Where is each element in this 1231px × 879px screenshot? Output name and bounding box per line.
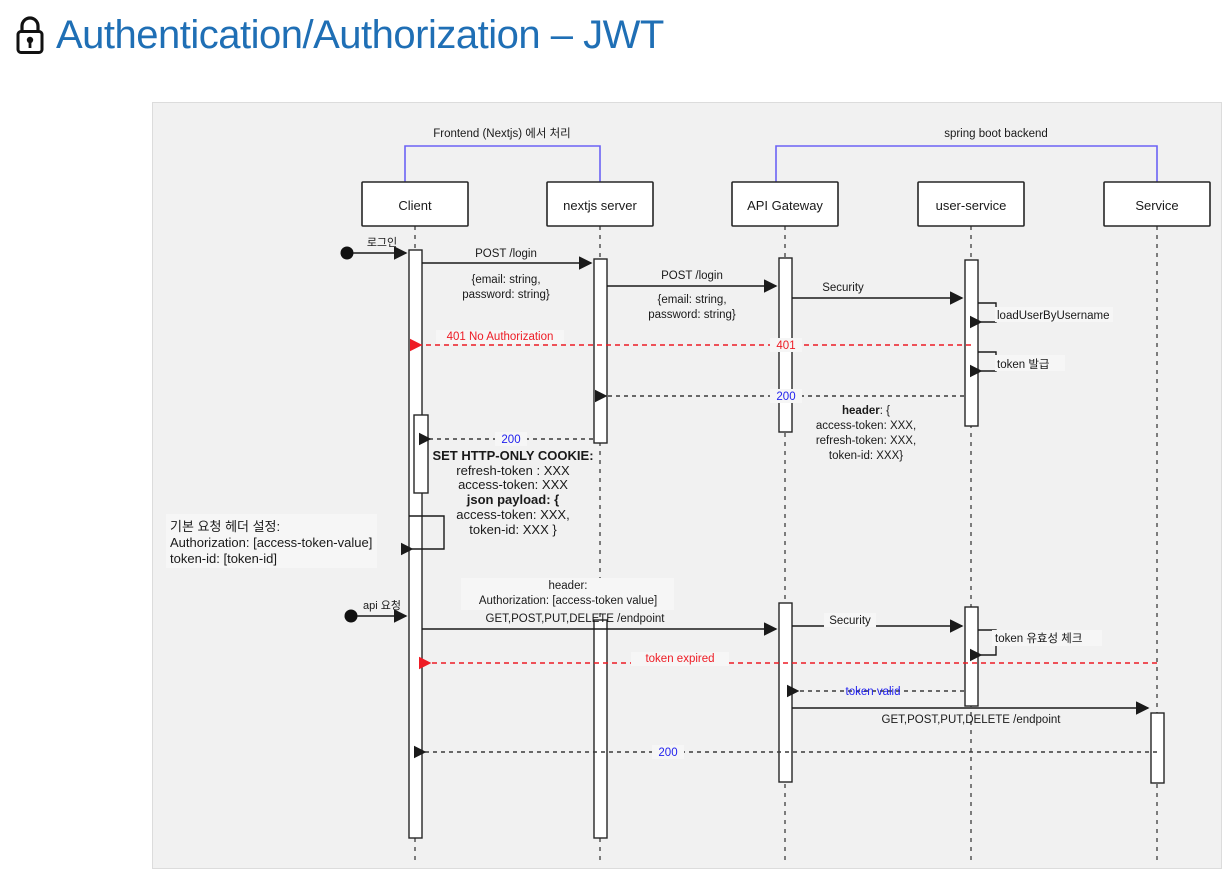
selfmessage-token-check-label: token 유효성 체크 — [995, 632, 1082, 645]
selfmessage-load-user: loadUserByUsername — [969, 302, 1113, 329]
selfmessage-token-check: token 유효성 체크 — [969, 629, 1102, 662]
selfmessage-default-header: 기본 요청 헤더 설정: Authorization: [access-toke… — [166, 514, 445, 568]
actor-gateway-label: API Gateway — [747, 198, 823, 213]
start-dot-api — [344, 609, 358, 623]
activation-userservice-1 — [964, 259, 979, 427]
message-endpoint-service: GET,POST,PUT,DELETE /endpoint — [792, 701, 1150, 726]
entry-login-label: 로그인 — [367, 236, 397, 249]
actor-service[interactable]: Service — [1103, 181, 1211, 227]
message-200-nextjs-code: 200 — [501, 434, 520, 446]
message-security-1-label: Security — [822, 282, 864, 294]
activation-client-nested — [413, 414, 429, 494]
activation-nextjs-1 — [593, 258, 608, 444]
note-header-line-4: token-id: XXX} — [829, 450, 903, 462]
message-post-login-body-1: {email: string, — [471, 274, 540, 286]
page-title-text: Authentication/Authorization – JWT — [56, 13, 664, 57]
message-security-1: Security — [792, 282, 964, 305]
message-post-login-body-2: password: string} — [462, 289, 550, 301]
message-token-expired: token expired — [418, 652, 1157, 670]
message-endpoint-gateway: header: Authorization: [access-token val… — [422, 578, 778, 636]
activation-nextjs-2 — [593, 619, 608, 839]
actor-userservice-label: user-service — [936, 198, 1007, 213]
actor-nextjs-label: nextjs server — [563, 198, 637, 213]
message-401-error: 401 401 No Authorization — [409, 330, 971, 352]
note-default-header-title: 기본 요청 헤더 설정: — [170, 519, 280, 534]
selfmessage-token-issue: token 발급 — [969, 351, 1065, 378]
message-401-label: 401 No Authorization — [447, 331, 554, 343]
actor-service-label: Service — [1135, 198, 1178, 213]
message-200-userservice: 200 header: { access-token: XXX, refresh… — [594, 389, 964, 462]
actor-nextjs-server[interactable]: nextjs server — [546, 181, 654, 227]
group-backend: spring boot backend — [775, 128, 1158, 182]
message-post-login-gw-body-2: password: string} — [648, 309, 736, 321]
message-post-login-gw-label: POST /login — [661, 270, 723, 282]
message-endpoint-service-label: GET,POST,PUT,DELETE /endpoint — [882, 714, 1062, 726]
group-frontend-label: Frontend (Nextjs) 에서 처리 — [433, 127, 571, 140]
note-header-line-3: refresh-token: XXX, — [816, 435, 916, 447]
actor-client[interactable]: Client — [361, 181, 469, 227]
message-post-login-client: POST /login {email: string, password: st… — [422, 248, 593, 301]
note-header-line-1: header: { — [842, 405, 890, 417]
note-default-header-tokenid: token-id: [token-id] — [170, 551, 277, 566]
message-200-final-code: 200 — [658, 747, 677, 759]
actor-user-service[interactable]: user-service — [917, 181, 1025, 227]
message-token-expired-label: token expired — [645, 653, 714, 665]
message-endpoint-gateway-label: GET,POST,PUT,DELETE /endpoint — [486, 613, 666, 625]
message-200-userservice-code: 200 — [776, 391, 795, 403]
note-api-header-title: header: — [548, 580, 587, 592]
message-401-code: 401 — [776, 340, 795, 352]
note-cookie-access: access-token: XXX — [458, 477, 568, 492]
note-payload-title: json payload: { — [466, 492, 559, 507]
message-security-2-label: Security — [829, 615, 871, 627]
activation-gateway-2 — [778, 602, 793, 783]
message-token-valid: token valid — [786, 684, 964, 698]
note-payload-access: access-token: XXX, — [456, 507, 569, 522]
message-post-login-gateway: POST /login {email: string, password: st… — [607, 270, 778, 321]
message-200-final: 200 — [413, 745, 1157, 759]
message-security-2: Security — [792, 613, 964, 633]
note-payload-tokenid: token-id: XXX } — [469, 522, 557, 537]
entry-api-request: api 요청 — [344, 599, 408, 623]
page-title: Authentication/Authorization – JWT — [10, 12, 664, 58]
lock-icon — [10, 12, 50, 58]
activation-service-1 — [1150, 712, 1165, 784]
activation-userservice-2 — [964, 606, 979, 707]
actor-client-label: Client — [398, 198, 432, 213]
message-post-login-label: POST /login — [475, 248, 537, 260]
activation-client-main — [408, 249, 423, 839]
selfmessage-load-user-label: loadUserByUsername — [997, 310, 1110, 322]
selfmessage-token-issue-label: token 발급 — [997, 358, 1050, 371]
diagram-frame — [152, 102, 1222, 869]
message-200-nextjs: 200 SET HTTP-ONLY COOKIE: refresh-token … — [418, 432, 594, 537]
note-header-line-2: access-token: XXX, — [816, 420, 916, 432]
actor-api-gateway[interactable]: API Gateway — [731, 181, 839, 227]
entry-api-label: api 요청 — [363, 599, 401, 612]
note-cookie-refresh: refresh-token : XXX — [456, 463, 570, 478]
group-backend-label: spring boot backend — [944, 128, 1048, 140]
start-dot-login — [340, 246, 354, 260]
message-token-valid-label: token valid — [846, 686, 901, 698]
group-frontend: Frontend (Nextjs) 에서 처리 — [404, 127, 601, 182]
note-default-header-auth: Authorization: [access-token-value] — [170, 535, 372, 550]
note-default-header-bg — [166, 514, 377, 568]
note-cookie-title: SET HTTP-ONLY COOKIE: — [432, 448, 593, 463]
entry-login: 로그인 — [340, 236, 408, 260]
message-post-login-gw-body-1: {email: string, — [657, 294, 726, 306]
note-api-header-auth: Authorization: [access-token value] — [479, 595, 657, 607]
